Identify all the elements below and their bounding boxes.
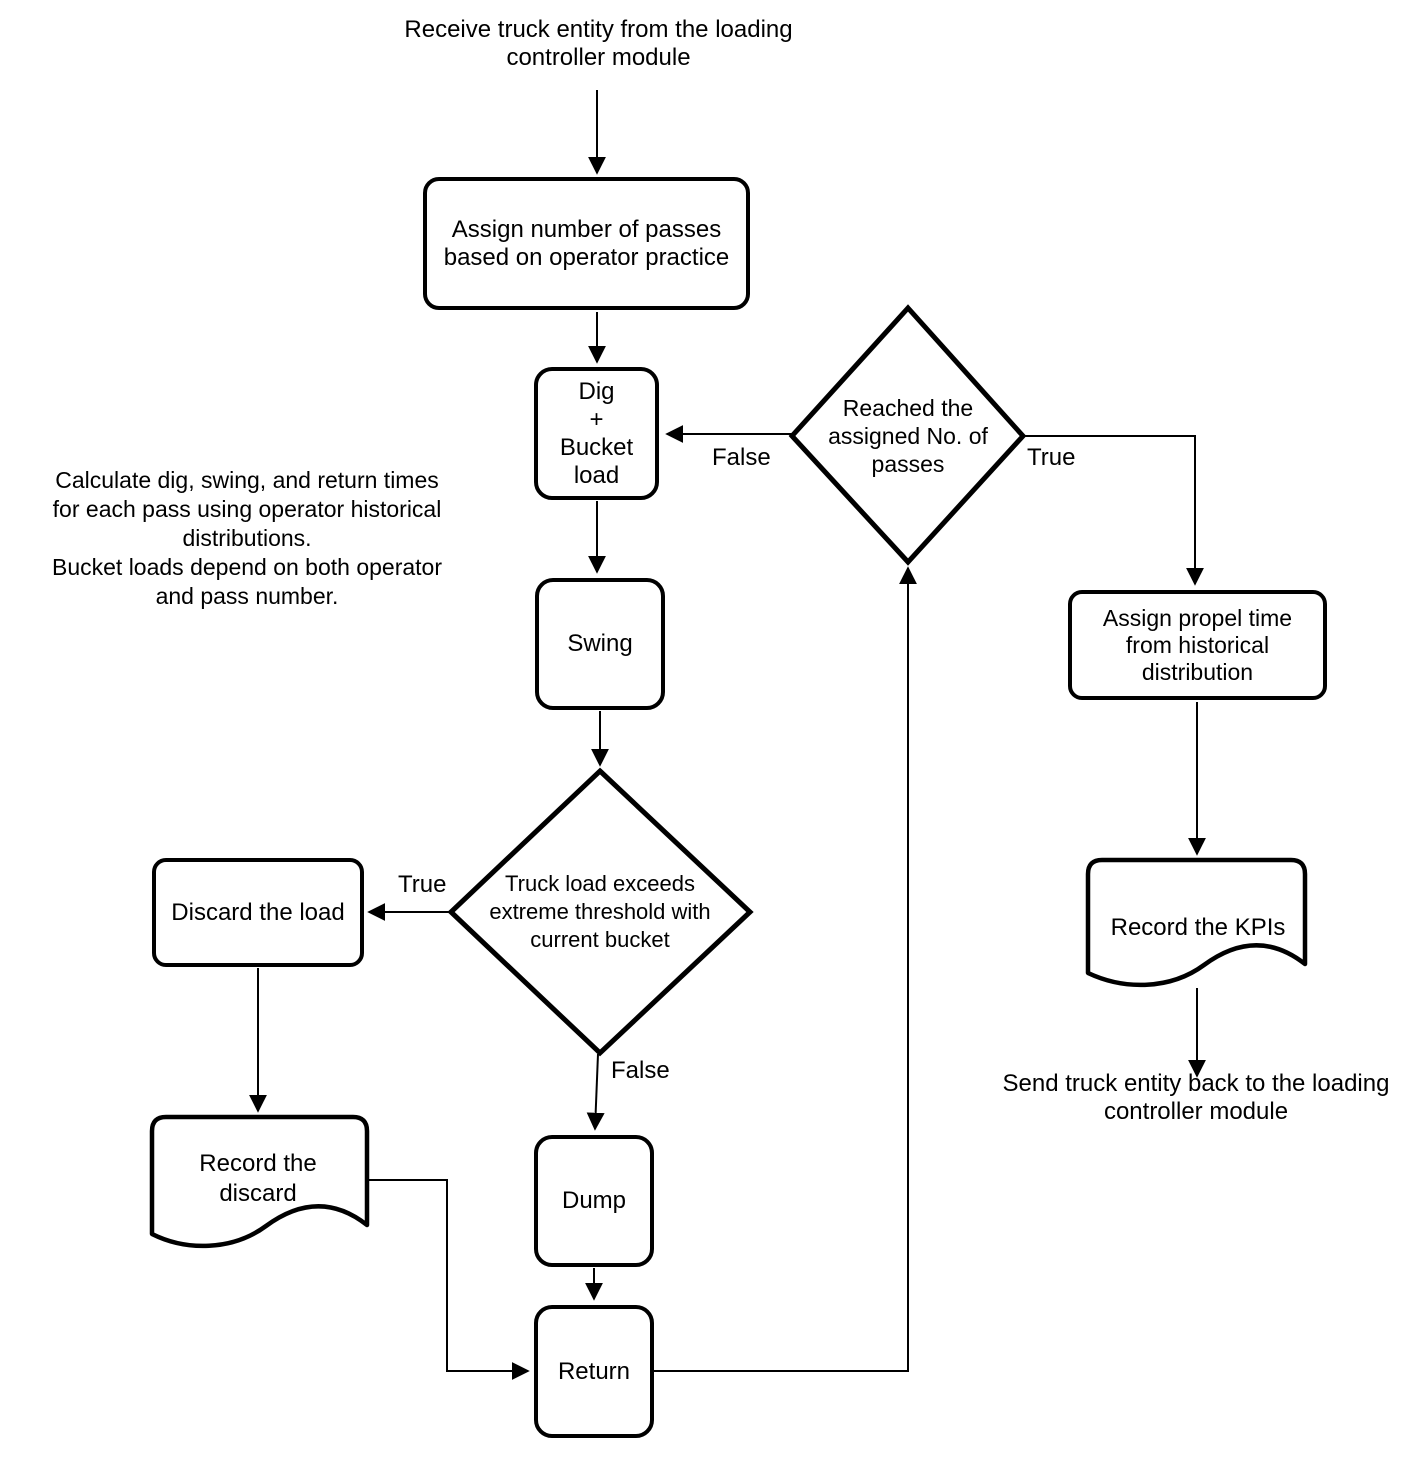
arrow-truck-load-false-to-dump [586,1053,605,1131]
document-record-kpis-shape [1085,857,1308,988]
start-label: Receive truck entity from the loading co… [404,16,793,71]
process-assign-number-of-passes: Assign number of passes based on operato… [423,177,750,310]
decision-reached-passes-label: Reached the assigned No. of passes [828,395,988,477]
decision-truck-load-label: Truck load exceeds extreme threshold wit… [489,871,711,952]
side-note: Calculate dig, swing, and return times f… [51,467,442,609]
edge-label-true-reached-passes: True [1027,444,1076,471]
process-swing: Swing [535,578,665,710]
process-dump: Dump [534,1135,654,1267]
edge-label-false-truck-load: False [611,1057,670,1084]
process-dig-bucket-load: Dig + Bucket load [534,367,659,500]
arrow-reached-true-to-assign-propel [1023,435,1204,586]
process-return: Return [534,1305,654,1438]
document-record-discard-shape [149,1114,370,1249]
edge-label-false-reached-passes: False [712,444,771,471]
process-assign-propel-time: Assign propel time from historical distr… [1068,590,1327,700]
arrow-return-loop-to-reached-decision [654,566,917,1372]
decision-reached-passes-diamond [788,304,1027,566]
decision-truck-load-diamond [447,767,754,1057]
process-discard-the-load: Discard the load [152,858,364,967]
end-label: Send truck entity back to the loading co… [1002,1070,1390,1125]
arrow-record-discard-to-return [367,1179,530,1380]
document-record-kpis-label: Record the KPIs [1110,914,1286,941]
document-record-discard-label: Record the discard [199,1150,317,1207]
edge-label-true-truck-load: True [398,871,447,898]
